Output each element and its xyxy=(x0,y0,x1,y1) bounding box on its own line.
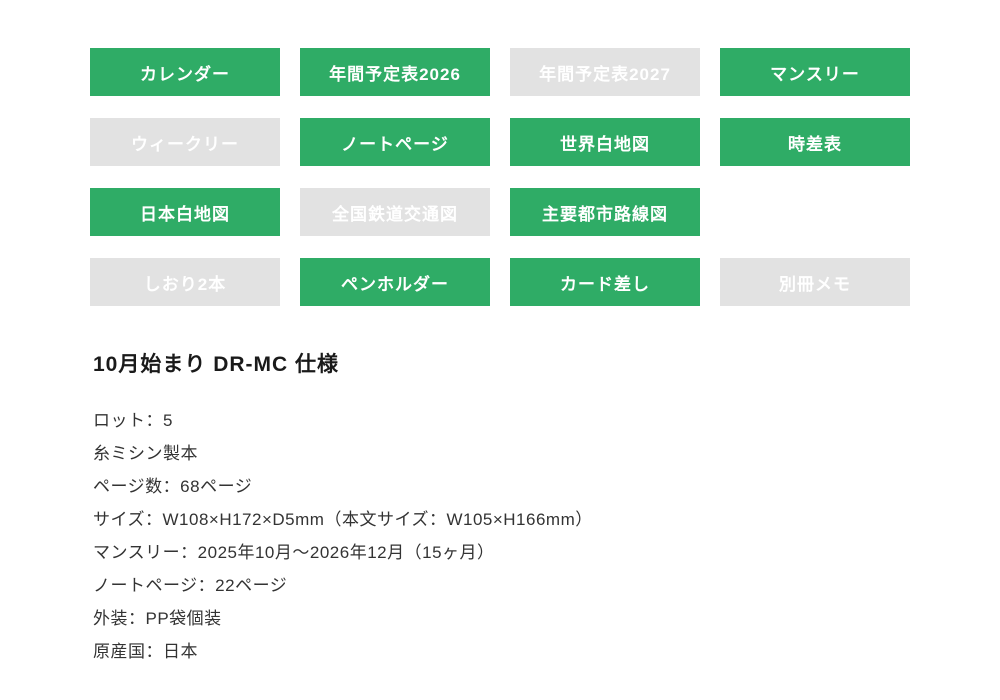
spec-section: 10月始まり DR-MC 仕様 ロット：5 糸ミシン製本 ページ数：68ページ … xyxy=(0,306,1000,668)
badge-row: ウィークリー ノートページ 世界白地図 時差表 xyxy=(90,118,1000,166)
spec-line: サイズ：W108×H172×D5mm（本文サイズ：W105×H166mm） xyxy=(93,510,593,529)
feature-badge: 日本白地図 xyxy=(90,188,280,236)
spec-line: マンスリー：2025年10月～2026年12月（15ヶ月） xyxy=(93,543,495,562)
spec-list: ロット：5 糸ミシン製本 ページ数：68ページ サイズ：W108×H172×D5… xyxy=(93,404,1000,668)
spec-line: ノートページ：22ページ xyxy=(93,576,288,595)
spec-line: 外装：PP袋個装 xyxy=(93,609,222,628)
feature-badge: 主要都市路線図 xyxy=(510,188,700,236)
feature-badge: しおり2本 xyxy=(90,258,280,306)
feature-badge: 全国鉄道交通図 xyxy=(300,188,490,236)
feature-badge: カード差し xyxy=(510,258,700,306)
feature-badge: カレンダー xyxy=(90,48,280,96)
feature-badge: ウィークリー xyxy=(90,118,280,166)
feature-badge: マンスリー xyxy=(720,48,910,96)
feature-badge: ペンホルダー xyxy=(300,258,490,306)
badge-row: カレンダー 年間予定表2026 年間予定表2027 マンスリー xyxy=(90,48,1000,96)
spec-line: 原産国：日本 xyxy=(93,642,198,661)
spec-line: 糸ミシン製本 xyxy=(93,444,198,463)
feature-badge: 別冊メモ xyxy=(720,258,910,306)
spec-heading: 10月始まり DR-MC 仕様 xyxy=(93,353,340,376)
spec-line: ロット：5 xyxy=(93,411,173,430)
feature-badge: 年間予定表2027 xyxy=(510,48,700,96)
feature-badge-grid: カレンダー 年間予定表2026 年間予定表2027 マンスリー ウィークリー ノ… xyxy=(0,0,1000,306)
badge-row: しおり2本 ペンホルダー カード差し 別冊メモ xyxy=(90,258,1000,306)
feature-badge: 年間予定表2026 xyxy=(300,48,490,96)
badge-row: 日本白地図 全国鉄道交通図 主要都市路線図 xyxy=(90,188,1000,236)
feature-badge: 時差表 xyxy=(720,118,910,166)
feature-badge: ノートページ xyxy=(300,118,490,166)
feature-badge: 世界白地図 xyxy=(510,118,700,166)
spec-line: ページ数：68ページ xyxy=(93,477,253,496)
